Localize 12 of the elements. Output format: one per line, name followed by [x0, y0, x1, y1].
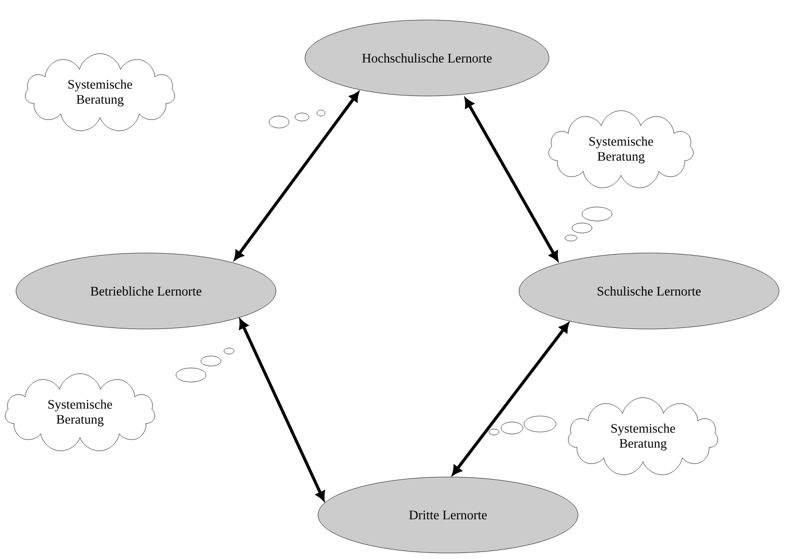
ellipse-node: Schulische Lernorte	[518, 252, 780, 330]
thought-cloud: Systemische Beratung	[5, 348, 234, 452]
ellipse-node: Betriebliche Lernorte	[16, 252, 276, 330]
double-arrow	[239, 319, 325, 501]
thought-cloud: Systemische Beratung	[548, 110, 694, 242]
thought-cloud: Systemische Beratung	[25, 53, 326, 132]
double-arrow	[452, 322, 569, 476]
double-arrow	[464, 98, 558, 261]
ellipse-node: Dritte Lernorte	[318, 476, 578, 554]
thought-cloud: Systemische Beratung	[488, 397, 718, 476]
ellipse-node: Hochschulische Lernorte	[304, 20, 550, 96]
double-arrow	[234, 92, 359, 260]
